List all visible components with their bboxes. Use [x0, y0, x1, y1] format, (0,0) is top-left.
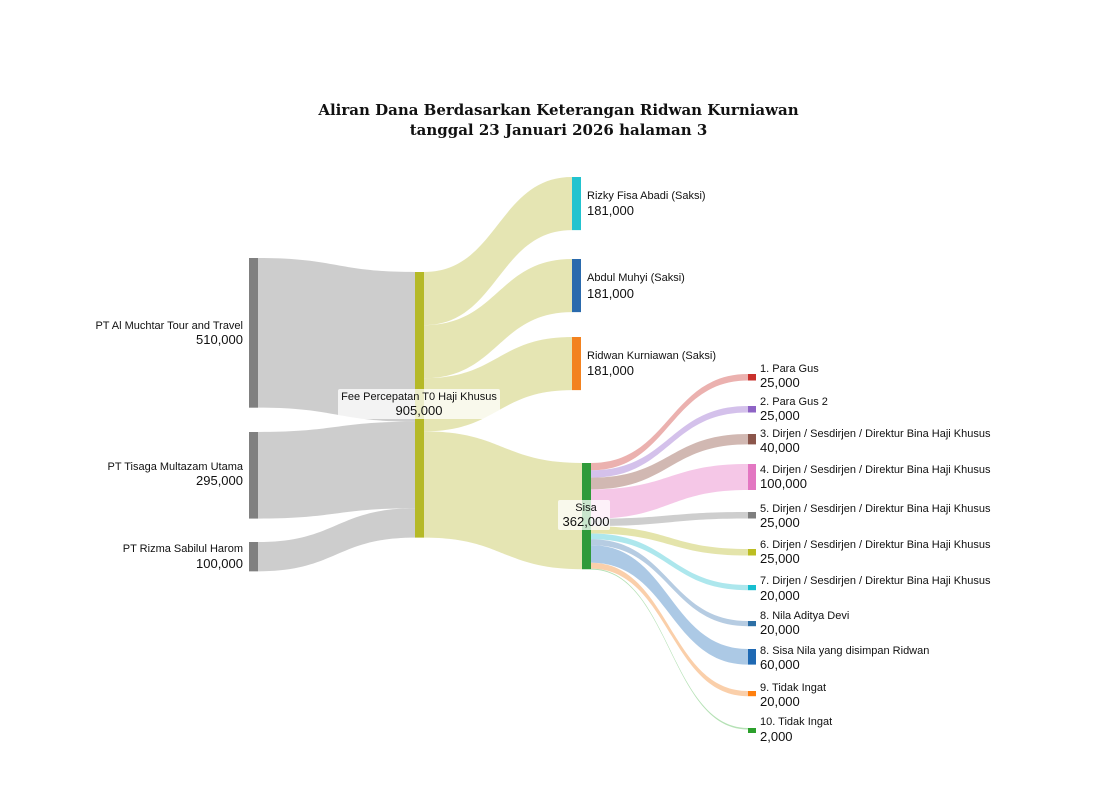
- node-label-box-fee: [338, 389, 500, 419]
- chart-title: Aliran Dana Berdasarkan Keterangan Ridwa…: [0, 100, 1117, 140]
- node-value-r3: 40,000: [760, 440, 800, 455]
- flow-link-sisa-to-r9: [591, 545, 748, 665]
- node-bar-r8: [748, 621, 756, 627]
- node-value-r9: 60,000: [760, 657, 800, 672]
- node-label-src3: PT Rizma Sabilul Harom: [123, 543, 243, 555]
- node-label-box-sisa: [558, 500, 610, 530]
- node-label-w2: Abdul Muhyi (Saksi): [587, 272, 685, 284]
- node-value-w3: 181,000: [587, 363, 634, 378]
- flow-link-sisa-to-r2: [591, 406, 748, 478]
- node-label-r11: 10. Tidak Ingat: [760, 716, 832, 728]
- node-bar-r7: [748, 585, 756, 591]
- node-value-src2: 295,000: [196, 473, 243, 488]
- flow-link-fee-to-w2: [424, 259, 572, 379]
- node-bar-r10: [748, 691, 756, 697]
- node-value-w1: 181,000: [587, 203, 634, 218]
- node-bar-r2: [748, 406, 756, 413]
- node-bar-r3: [748, 434, 756, 445]
- node-label-w3: Ridwan Kurniawan (Saksi): [587, 350, 716, 362]
- node-bar-src2: [249, 432, 258, 519]
- node-value-src1: 510,000: [196, 332, 243, 347]
- node-label-sisa: Sisa: [575, 502, 597, 514]
- flow-link-fee-to-sisa: [424, 431, 582, 570]
- node-bar-r11: [748, 728, 756, 733]
- node-value-r6: 25,000: [760, 551, 800, 566]
- chart-title-line-2: tanggal 23 Januari 2026 halaman 3: [409, 121, 708, 139]
- node-label-w1: Rizky Fisa Abadi (Saksi): [587, 190, 706, 202]
- flow-link-sisa-to-r3: [591, 434, 748, 490]
- node-bar-src3: [249, 542, 258, 572]
- node-value-r4: 100,000: [760, 476, 807, 491]
- node-bar-w3: [572, 337, 581, 391]
- node-bar-r1: [748, 374, 756, 381]
- flow-link-sisa-to-r10: [591, 562, 748, 697]
- node-label-r7: 7. Dirjen / Sesdirjen / Direktur Bina Ha…: [760, 575, 991, 587]
- node-value-src3: 100,000: [196, 556, 243, 571]
- flow-link-src1-to-fee: [258, 258, 415, 422]
- node-value-r11: 2,000: [760, 729, 793, 744]
- node-value-r2: 25,000: [760, 408, 800, 423]
- node-label-src2: PT Tisaga Multazam Utama: [107, 461, 243, 473]
- node-value-w2: 181,000: [587, 286, 634, 301]
- node-value-sisa: 362,000: [563, 514, 610, 529]
- node-label-r2: 2. Para Gus 2: [760, 396, 828, 408]
- node-label-r1: 1. Para Gus: [760, 363, 819, 375]
- flow-link-sisa-to-r8: [591, 539, 748, 627]
- flow-link-sisa-to-r6: [591, 526, 748, 556]
- node-label-r5: 5. Dirjen / Sesdirjen / Direktur Bina Ha…: [760, 503, 991, 515]
- node-label-r4: 4. Dirjen / Sesdirjen / Direktur Bina Ha…: [760, 464, 991, 476]
- node-bar-w2: [572, 259, 581, 313]
- sankey-links: [258, 177, 748, 730]
- node-bar-src1: [249, 258, 258, 408]
- node-value-r8: 20,000: [760, 622, 800, 637]
- node-label-r9: 8. Sisa Nila yang disimpan Ridwan: [760, 645, 929, 657]
- node-label-fee: Fee Percepatan T0 Haji Khusus: [341, 391, 497, 403]
- node-bar-r5: [748, 512, 756, 519]
- flow-link-src3-to-fee: [258, 508, 415, 572]
- chart-title-line-1: Aliran Dana Berdasarkan Keterangan Ridwa…: [318, 101, 799, 119]
- flow-link-sisa-to-r11: [591, 568, 748, 730]
- flow-link-sisa-to-r5: [591, 512, 748, 527]
- flow-link-sisa-to-r7: [591, 533, 748, 591]
- node-label-src1: PT Al Muchtar Tour and Travel: [95, 320, 243, 332]
- node-value-r7: 20,000: [760, 588, 800, 603]
- node-value-r10: 20,000: [760, 694, 800, 709]
- node-label-r6: 6. Dirjen / Sesdirjen / Direktur Bina Ha…: [760, 539, 991, 551]
- flow-link-sisa-to-r4: [591, 464, 748, 519]
- node-label-r8: 8. Nila Aditya Devi: [760, 610, 849, 622]
- flow-link-src2-to-fee: [258, 421, 415, 519]
- flow-link-fee-to-w1: [424, 177, 572, 326]
- node-bar-r4: [748, 464, 756, 490]
- node-bar-w1: [572, 177, 581, 231]
- flow-link-sisa-to-r1: [591, 374, 748, 471]
- node-value-r1: 25,000: [760, 375, 800, 390]
- node-value-r5: 25,000: [760, 515, 800, 530]
- node-bar-r9: [748, 649, 756, 665]
- node-value-fee: 905,000: [396, 403, 443, 418]
- node-label-r3: 3. Dirjen / Sesdirjen / Direktur Bina Ha…: [760, 428, 991, 440]
- node-bar-r6: [748, 549, 756, 556]
- node-label-r10: 9. Tidak Ingat: [760, 682, 826, 694]
